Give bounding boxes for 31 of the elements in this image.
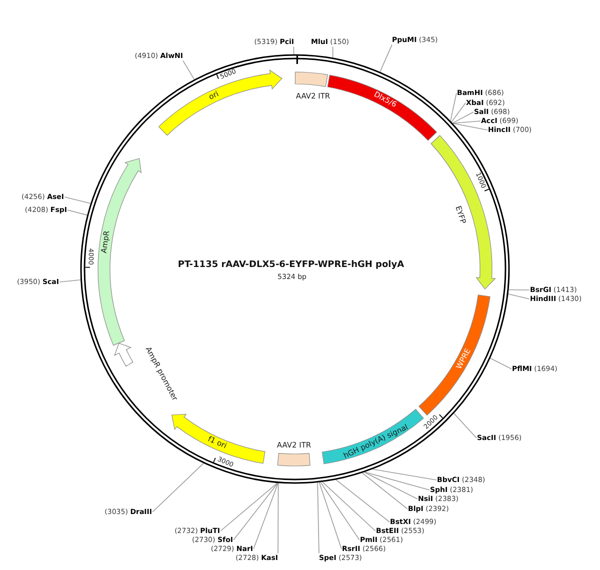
leader-line [508, 289, 530, 290]
leader-line [451, 102, 466, 122]
leader-line [64, 196, 91, 204]
leader-line [364, 472, 430, 490]
leader-line [182, 60, 195, 80]
leader-line [220, 482, 278, 532]
leader-line [332, 46, 334, 58]
leader-line [490, 358, 512, 370]
leader-line [380, 44, 392, 72]
leader-line [320, 482, 360, 540]
leader-line [67, 210, 88, 216]
leader-line [278, 482, 279, 554]
leader-line [152, 462, 204, 512]
plasmid-name: PT-1135 rAAV-DLX5-6-EYFP-WPRE-hGH polyA [178, 260, 404, 270]
leader-line [322, 482, 376, 532]
leader-line [454, 413, 477, 438]
leader-line [508, 294, 530, 300]
leader-line [233, 482, 278, 540]
leader-line [452, 120, 481, 124]
leader-line [452, 112, 474, 124]
leader-line [364, 472, 418, 500]
leader-line [452, 123, 488, 130]
leader-line [253, 482, 278, 550]
leader-line [317, 482, 320, 554]
leader-line [318, 482, 342, 550]
leader-line [362, 472, 408, 510]
leader-line [450, 92, 457, 122]
leader-line [372, 468, 437, 480]
leader-line [293, 46, 294, 55]
leader-line [59, 280, 81, 282]
leader-line [336, 479, 390, 522]
